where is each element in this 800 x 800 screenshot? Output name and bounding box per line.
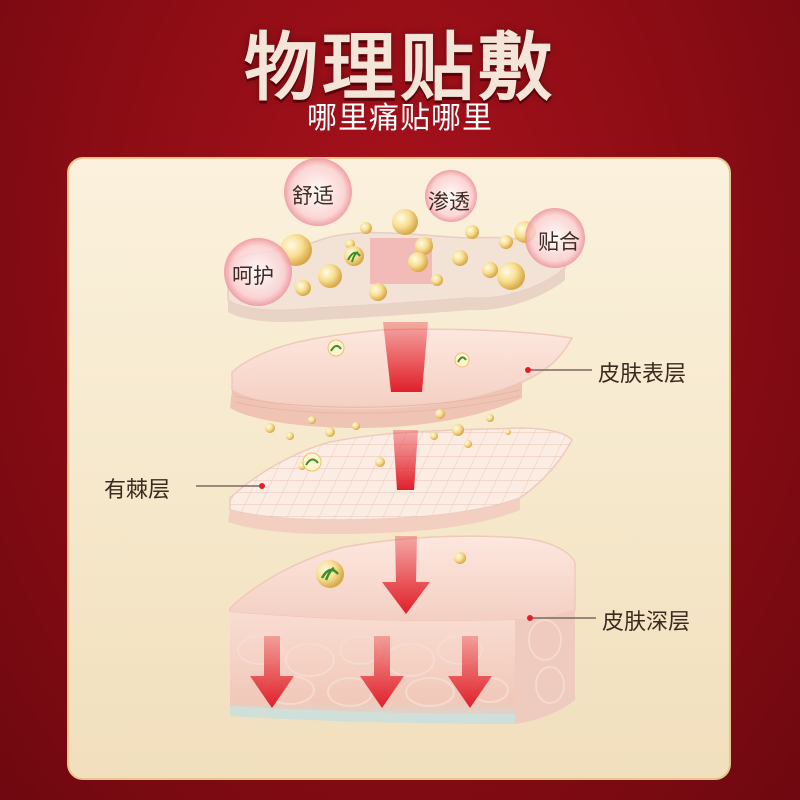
page-title: 物理贴敷 (244, 25, 556, 111)
patch-layer (227, 231, 566, 322)
herb-icon (302, 452, 322, 472)
down-arrow-icon (448, 636, 492, 708)
pointer-dot (527, 615, 533, 621)
herb-icon (316, 560, 344, 588)
pointer-dot (525, 367, 531, 373)
bubble-label-hehu: 呵护 (232, 264, 274, 288)
down-arrow-icon (360, 636, 404, 708)
herb-icon (344, 246, 364, 266)
label-spinous-layer: 有棘层 (104, 478, 171, 503)
label-epidermis: 皮肤表层 (598, 362, 687, 387)
label-pointers (196, 369, 596, 619)
label-dermis: 皮肤深层 (602, 610, 691, 635)
herb-icon (327, 339, 345, 357)
pointer-dot (259, 483, 265, 489)
bubble-label-shushi: 舒适 (292, 184, 334, 208)
bubble-label-tiehe: 贴合 (538, 230, 580, 254)
gold-particles-middle (265, 409, 511, 470)
penetration-arrow (382, 322, 430, 614)
bubble-label-shentou: 渗透 (428, 190, 470, 214)
bubble-shentou (425, 170, 477, 222)
gold-particle (454, 552, 466, 564)
herb-icon (454, 352, 470, 368)
page-subtitle: 哪里痛贴哪里 (307, 101, 493, 136)
bubble-shushi (284, 158, 352, 226)
bubble-hehu (224, 238, 292, 306)
down-arrow-icon (250, 636, 294, 708)
bubble-tiehe (525, 208, 585, 268)
